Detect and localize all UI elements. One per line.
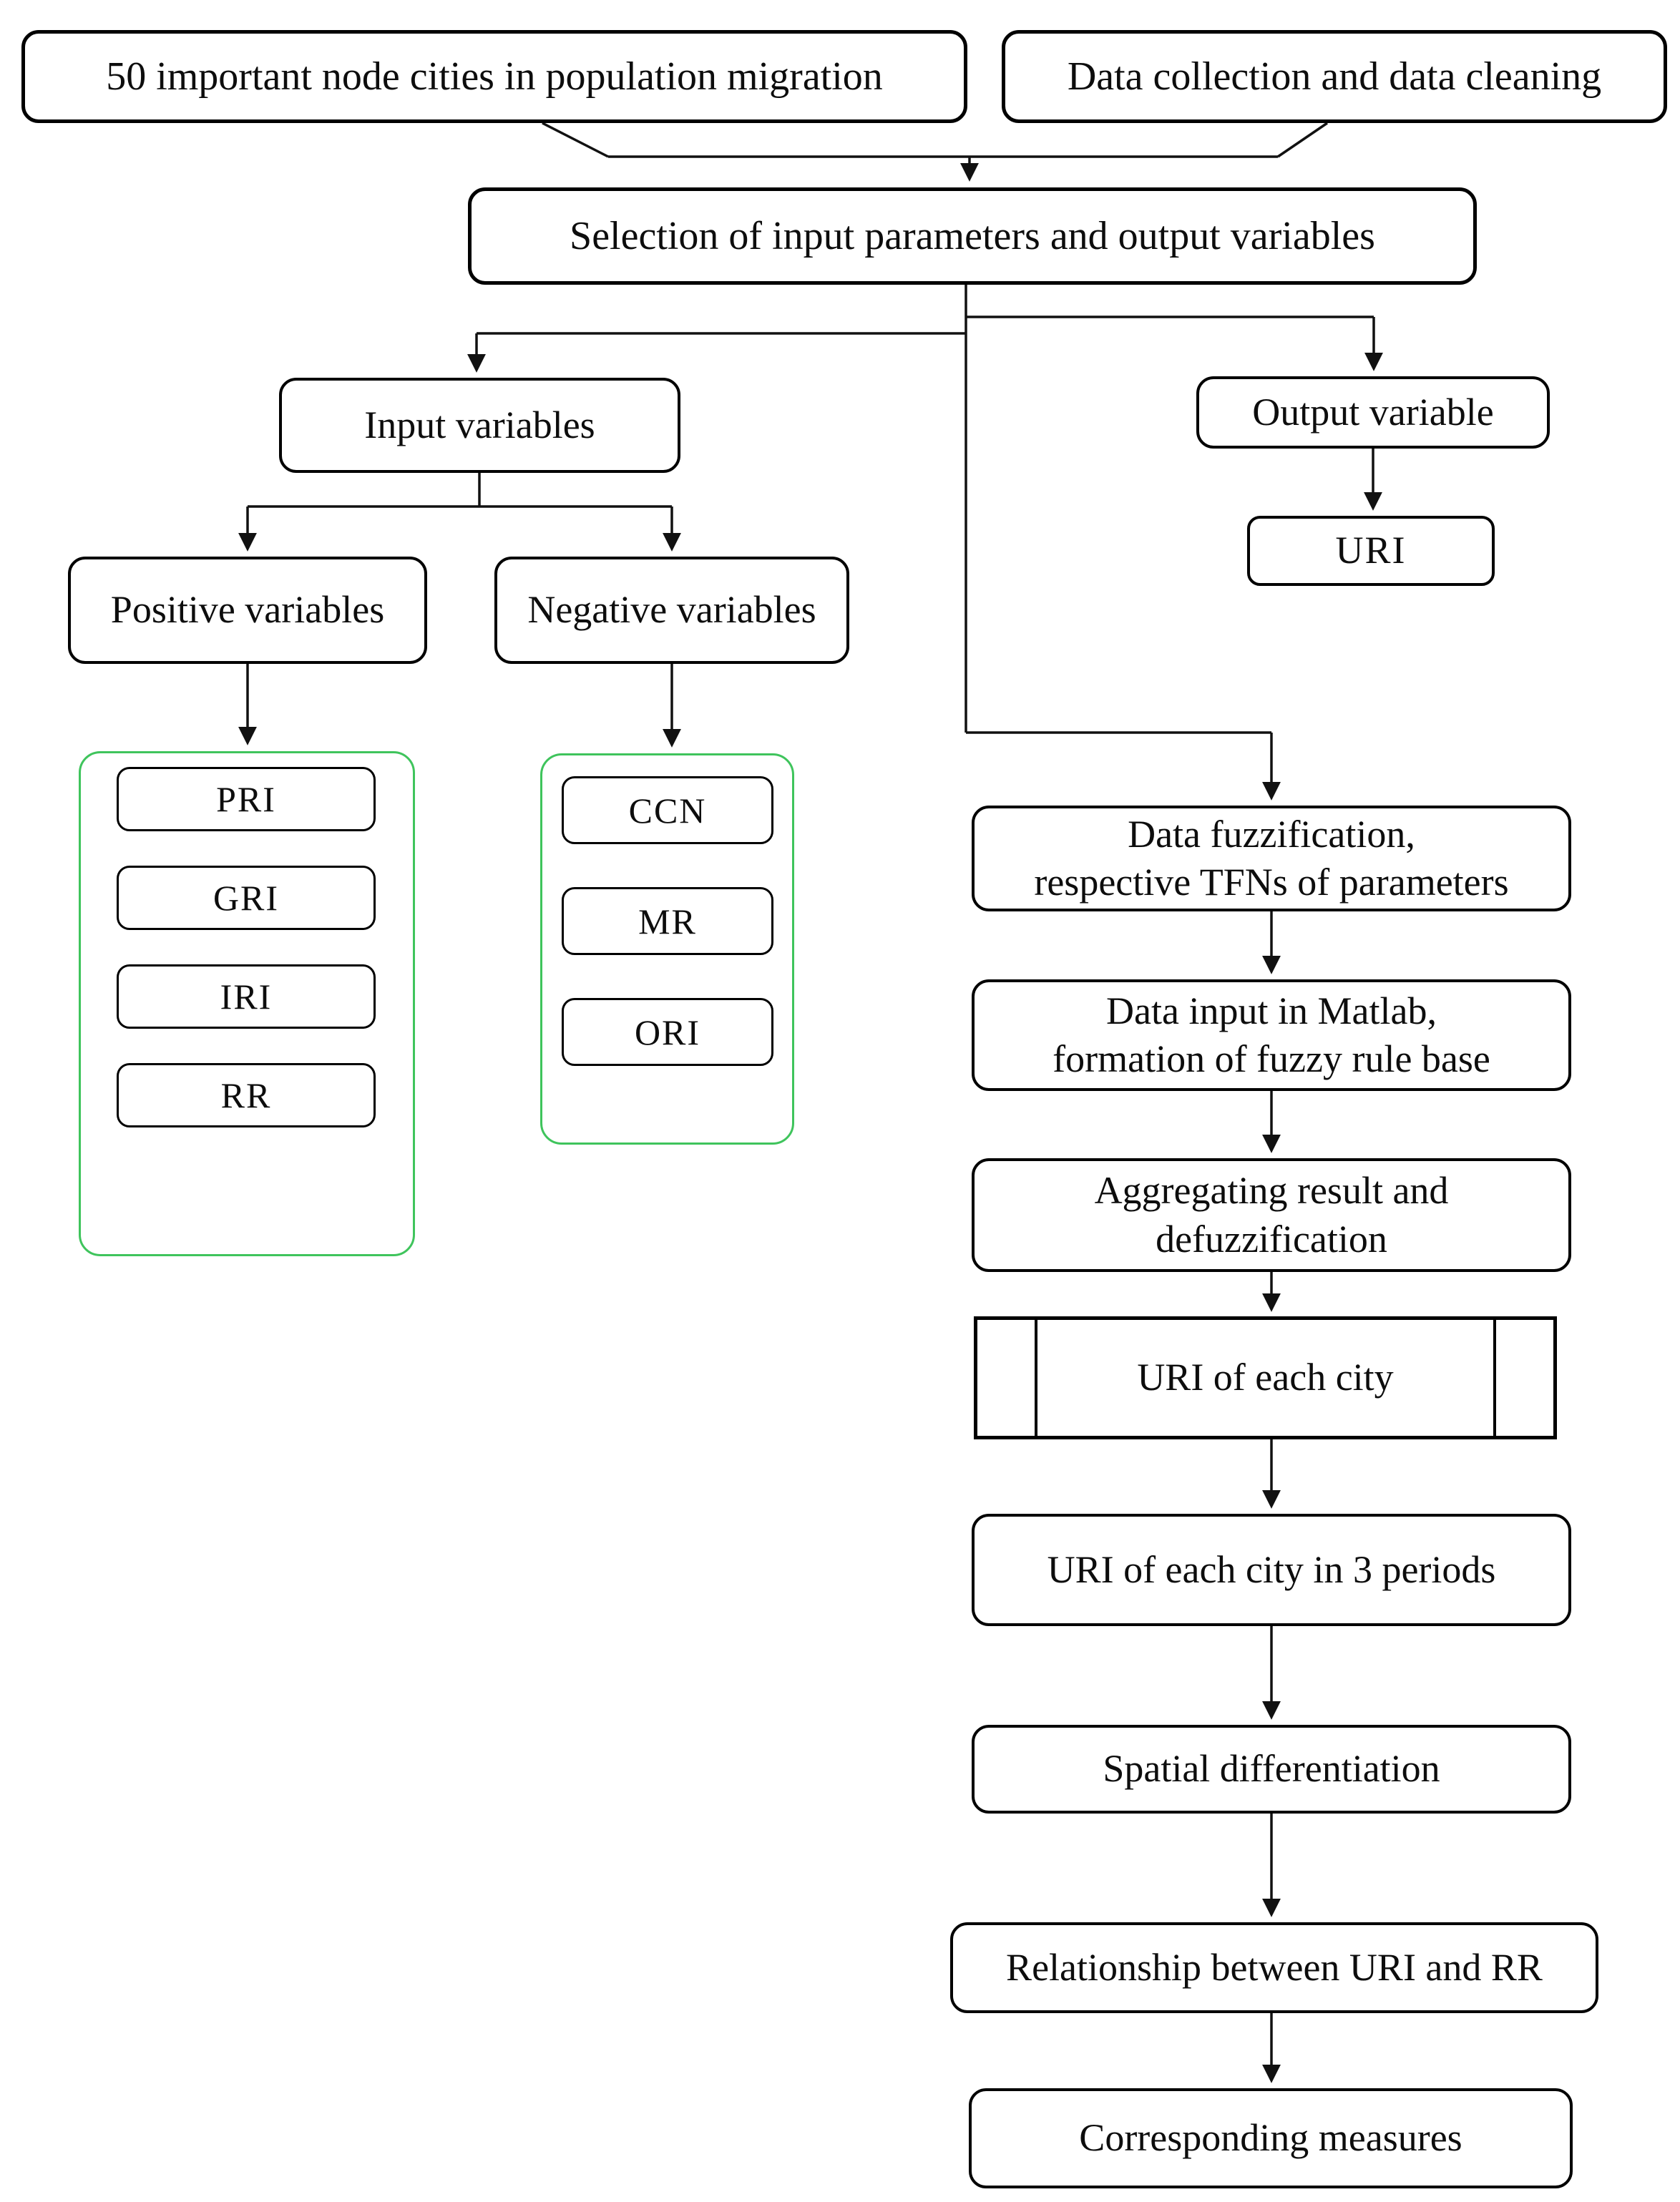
node-uri-three-periods-label: URI of each city in 3 periods xyxy=(1047,1547,1496,1591)
node-output-variable: Output variable xyxy=(1196,376,1550,449)
item-mr: MR xyxy=(562,887,773,955)
item-iri-label: IRI xyxy=(220,977,273,1017)
node-uri-each-city-label: URI of each city xyxy=(1137,1356,1394,1399)
edge-datacollection-merge xyxy=(1277,122,1328,158)
node-spatial-differentiation: Spatial differentiation xyxy=(972,1725,1571,1814)
node-fuzzification-line2: respective TFNs of parameters xyxy=(1034,861,1509,904)
node-uri-each-city: URI of each city xyxy=(974,1316,1557,1439)
node-negative-variables: Negative variables xyxy=(494,557,849,664)
item-iri: IRI xyxy=(117,964,376,1029)
node-corresponding-measures: Corresponding measures xyxy=(969,2088,1573,2188)
node-matlab-line2: formation of fuzzy rule base xyxy=(1053,1037,1490,1080)
group-positive-items xyxy=(79,751,415,1256)
edge-cities-merge xyxy=(542,122,609,158)
item-ori-label: ORI xyxy=(634,1012,701,1052)
node-selection: Selection of input parameters and output… xyxy=(468,187,1477,285)
node-input-variables-label: Input variables xyxy=(364,403,595,446)
item-gri: GRI xyxy=(117,866,376,930)
node-matlab: Data input in Matlab, formation of fuzzy… xyxy=(972,979,1571,1091)
subroutine-bar-right xyxy=(1493,1320,1496,1436)
node-matlab-line1: Data input in Matlab, xyxy=(1106,989,1437,1032)
node-input-variables: Input variables xyxy=(279,378,680,473)
node-positive-variables-label: Positive variables xyxy=(110,588,385,632)
node-spatial-differentiation-label: Spatial differentiation xyxy=(1103,1747,1440,1791)
node-aggregating-line2: defuzzification xyxy=(1156,1217,1387,1261)
node-50-cities-label: 50 important node cities in population m… xyxy=(106,54,883,99)
node-uri: URI xyxy=(1247,516,1495,586)
node-corresponding-measures-label: Corresponding measures xyxy=(1079,2116,1462,2160)
node-relationship-uri-rr-label: Relationship between URI and RR xyxy=(1006,1945,1543,1989)
node-data-collection-label: Data collection and data cleaning xyxy=(1067,54,1602,99)
node-aggregating-line1: Aggregating result and xyxy=(1094,1169,1449,1212)
item-gri-label: GRI xyxy=(213,878,280,918)
item-pri-label: PRI xyxy=(216,779,276,819)
item-mr-label: MR xyxy=(638,901,697,941)
node-uri-three-periods: URI of each city in 3 periods xyxy=(972,1514,1571,1626)
node-output-variable-label: Output variable xyxy=(1252,390,1494,434)
item-ccn: CCN xyxy=(562,776,773,844)
node-50-cities: 50 important node cities in population m… xyxy=(21,30,967,123)
group-negative-items xyxy=(540,753,794,1145)
node-aggregating: Aggregating result and defuzzification xyxy=(972,1158,1571,1272)
item-ori: ORI xyxy=(562,998,773,1066)
node-relationship-uri-rr: Relationship between URI and RR xyxy=(950,1922,1598,2013)
item-rr-label: RR xyxy=(220,1075,272,1115)
item-ccn-label: CCN xyxy=(628,790,707,831)
item-rr: RR xyxy=(117,1063,376,1127)
node-uri-label: URI xyxy=(1335,529,1407,572)
node-positive-variables: Positive variables xyxy=(68,557,427,664)
node-fuzzification-line1: Data fuzzification, xyxy=(1128,812,1415,856)
node-data-collection: Data collection and data cleaning xyxy=(1002,30,1667,123)
node-negative-variables-label: Negative variables xyxy=(527,588,816,632)
subroutine-bar-left xyxy=(1035,1320,1037,1436)
node-fuzzification: Data fuzzification, respective TFNs of p… xyxy=(972,806,1571,911)
item-pri: PRI xyxy=(117,767,376,831)
node-selection-label: Selection of input parameters and output… xyxy=(570,214,1375,258)
